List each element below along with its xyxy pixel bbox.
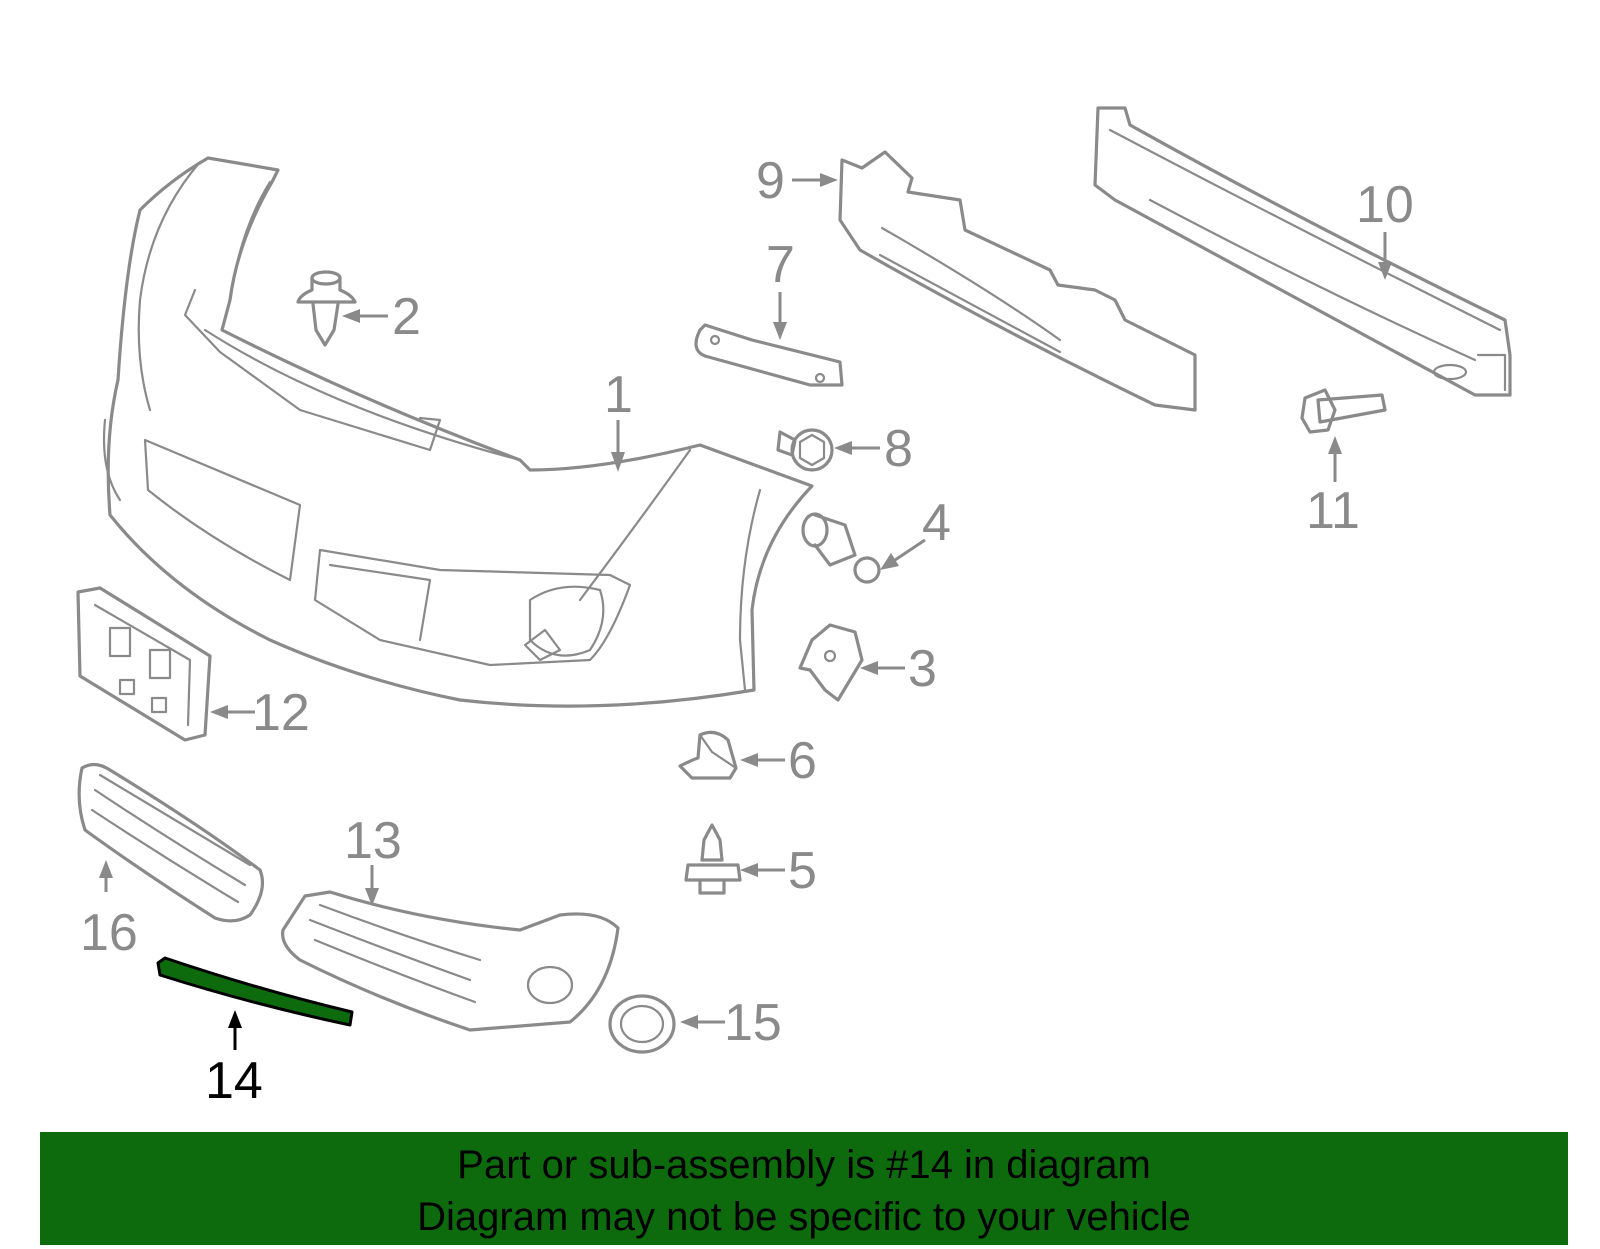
part-8-bolt [776, 428, 834, 472]
part-2-push-clip [296, 270, 357, 347]
callout-8: 8 [834, 420, 913, 478]
callout-number-2: 2 [392, 288, 421, 346]
callout-15: 15 [680, 994, 782, 1052]
callout-10: 10 [1356, 176, 1414, 280]
callout-6: 6 [740, 732, 817, 790]
info-banner: Part or sub-assembly is #14 in diagram D… [40, 1132, 1568, 1245]
callout-number-6: 6 [788, 732, 817, 790]
callout-number-3: 3 [908, 640, 937, 698]
callout-number-8: 8 [884, 420, 913, 478]
part-6-nut-clip [678, 730, 738, 780]
callout-4: 4 [880, 494, 951, 570]
callout-5: 5 [740, 842, 817, 900]
part-13-lower-grille [281, 890, 620, 1032]
callout-11: 11 [1306, 436, 1360, 540]
callout-12: 12 [210, 684, 310, 742]
part-1-bumper-cover [102, 156, 814, 708]
callout-3: 3 [860, 640, 937, 698]
callout-2: 2 [342, 288, 421, 346]
callout-number-14: 14 [205, 1052, 263, 1110]
callout-number-15: 15 [724, 994, 782, 1052]
callout-14: 14 [205, 1010, 263, 1110]
callout-number-5: 5 [788, 842, 817, 900]
callout-7: 7 [766, 236, 795, 340]
part-5-screw [684, 823, 742, 895]
part-15-bezel [608, 994, 676, 1054]
callout-number-4: 4 [922, 494, 951, 552]
part-10-reinforcement [1093, 106, 1512, 397]
part-11-bolt [1300, 388, 1387, 434]
callout-number-10: 10 [1356, 176, 1414, 234]
callout-number-7: 7 [766, 236, 795, 294]
callout-number-1: 1 [604, 366, 633, 424]
callout-number-12: 12 [252, 684, 310, 742]
part-12-plate-bracket [76, 586, 212, 742]
callout-1: 1 [604, 366, 633, 472]
part-7-retainer [694, 323, 844, 387]
callout-13: 13 [344, 812, 402, 906]
banner-line-1: Part or sub-assembly is #14 in diagram [457, 1143, 1151, 1187]
part-4-clip [801, 512, 881, 584]
part-14-molding [156, 956, 354, 1027]
part-16-grille [77, 762, 264, 923]
callout-number-16: 16 [80, 904, 138, 962]
callout-number-9: 9 [756, 152, 785, 210]
callout-16: 16 [80, 860, 138, 962]
part-3-bracket [798, 623, 864, 702]
callout-9: 9 [756, 152, 838, 210]
callout-number-11: 11 [1306, 482, 1360, 540]
part-9-absorber [838, 150, 1197, 412]
callout-number-13: 13 [344, 812, 402, 870]
banner-line-2: Diagram may not be specific to your vehi… [417, 1195, 1191, 1239]
